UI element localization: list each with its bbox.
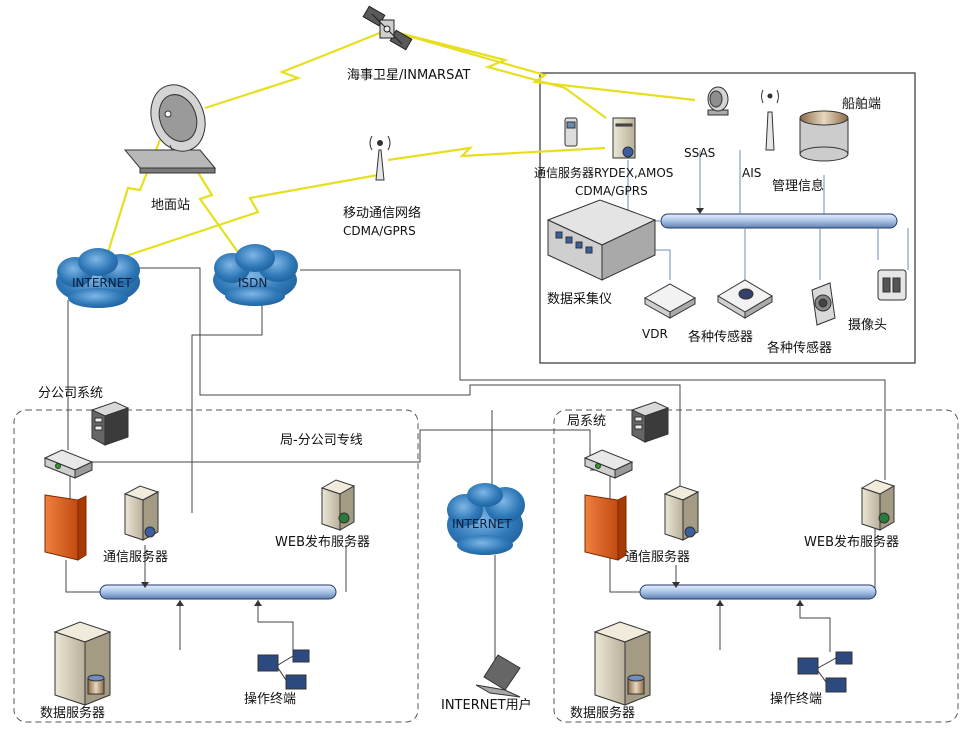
sensors-label-2: 各种传感器 bbox=[767, 341, 833, 356]
wired-links bbox=[65, 267, 886, 660]
branch-data-server-label: 数据服务器 bbox=[40, 706, 106, 721]
dedicated-line-label: 局-分公司专线 bbox=[280, 433, 363, 448]
cell-antenna-icon bbox=[369, 135, 391, 181]
branch-web-server-label: WEB发布服务器 bbox=[275, 535, 370, 550]
sensors-label-1: 各种传感器 bbox=[688, 330, 754, 345]
branch-router-icon bbox=[43, 449, 94, 479]
ship-comm-server-icon bbox=[564, 117, 636, 159]
bureau-comm-server-icon bbox=[663, 485, 700, 541]
bureau-data-server-icon bbox=[593, 621, 652, 706]
ship-comm-server-label: 通信服务器RYDEX,AMOS bbox=[534, 166, 674, 180]
ground-station-label: 地面站 bbox=[151, 198, 191, 213]
branch-web-server-icon bbox=[320, 479, 356, 531]
ais-antenna-icon bbox=[761, 89, 779, 151]
bureau-web-server-label: WEB发布服务器 bbox=[804, 535, 899, 550]
branch-firewall-icon bbox=[44, 494, 87, 561]
branch-system-label: 分公司系统 bbox=[38, 386, 104, 401]
mgmt-info-label: 管理信息 bbox=[772, 179, 825, 194]
arrowheads bbox=[141, 208, 804, 606]
branch-rack-icon bbox=[90, 401, 130, 446]
ship-system-box bbox=[539, 72, 916, 364]
camera-label: 摄像头 bbox=[848, 318, 888, 333]
ship-bus-links bbox=[627, 150, 909, 280]
vdr-icon bbox=[643, 283, 697, 319]
internet-cloud-mid bbox=[447, 483, 525, 555]
branch-terminal-label: 操作终端 bbox=[244, 692, 297, 707]
internet-mid-label: INTERNET bbox=[452, 517, 512, 531]
camera-icon bbox=[877, 269, 907, 301]
branch-comm-server-label: 通信服务器 bbox=[103, 550, 169, 565]
database-cylinder-icon bbox=[799, 110, 849, 162]
branch-system-boundary bbox=[13, 409, 419, 723]
branch-comm-server-icon bbox=[123, 485, 160, 541]
ship-end-label: 船舶端 bbox=[842, 97, 882, 112]
satellite-icon bbox=[362, 5, 413, 51]
mobile-network-sublabel: CDMA/GPRS bbox=[343, 224, 416, 238]
vdr-label: VDR bbox=[642, 327, 668, 341]
sensor-icon bbox=[717, 279, 773, 319]
mobile-network-label: 移动通信网络 bbox=[343, 206, 422, 221]
ssas-dish-icon bbox=[707, 86, 729, 116]
ship-bus bbox=[660, 213, 898, 229]
bureau-terminal-icon bbox=[797, 651, 853, 693]
branch-data-server-icon bbox=[53, 621, 112, 706]
data-collector-label: 数据采集仪 bbox=[547, 292, 613, 307]
bureau-router-icon bbox=[583, 449, 634, 479]
bureau-firewall-icon bbox=[584, 494, 627, 561]
isdn-cloud bbox=[213, 244, 298, 306]
branch-bus bbox=[99, 584, 337, 600]
bureau-comm-server-label: 通信服务器 bbox=[625, 550, 691, 565]
sensor-2-icon bbox=[811, 282, 836, 326]
isdn-label: ISDN bbox=[238, 276, 268, 290]
bureau-data-server-label: 数据服务器 bbox=[570, 706, 636, 721]
ais-label: AIS bbox=[742, 166, 762, 180]
satellite-label: 海事卫星/INMARSAT bbox=[347, 68, 471, 83]
bureau-terminal-label: 操作终端 bbox=[770, 692, 823, 707]
laptop-icon bbox=[475, 654, 521, 698]
branch-terminal-icon bbox=[257, 649, 310, 690]
internet-top-label: INTERNET bbox=[72, 276, 132, 290]
internet-cloud-top bbox=[56, 248, 140, 308]
wireless-links bbox=[103, 28, 696, 264]
data-collector-icon bbox=[546, 199, 657, 281]
bureau-bus bbox=[639, 584, 877, 600]
bureau-system-boundary bbox=[553, 409, 959, 723]
ssas-label: SSAS bbox=[684, 146, 716, 160]
ship-comm-server-sublabel: CDMA/GPRS bbox=[575, 184, 648, 198]
bureau-rack-icon bbox=[630, 401, 670, 443]
bureau-web-server-icon bbox=[860, 479, 896, 531]
satellite-dish-icon bbox=[123, 84, 217, 174]
internet-user-label: INTERNET用户 bbox=[441, 698, 532, 713]
bureau-system-label: 局系统 bbox=[567, 414, 607, 429]
